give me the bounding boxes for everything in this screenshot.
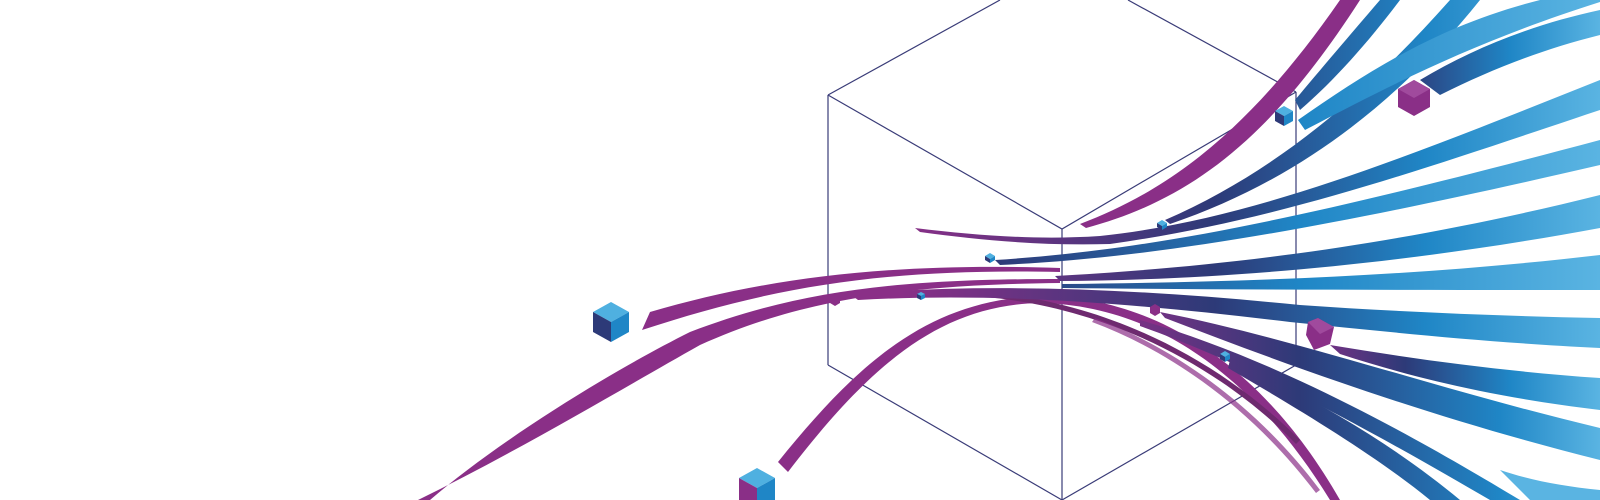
ribbon-mid-5 bbox=[850, 288, 1600, 348]
cubes bbox=[593, 80, 1430, 500]
ribbon-low-5 bbox=[1500, 470, 1600, 500]
cube-icon bbox=[917, 292, 925, 300]
ribbon-upper-1 bbox=[1080, 0, 1360, 228]
ribbon-mid-1 bbox=[915, 80, 1600, 245]
cube-icon bbox=[1306, 318, 1334, 350]
ribbon-low-2 bbox=[1160, 312, 1600, 460]
ribbon-low-1 bbox=[1330, 345, 1600, 410]
cube-icon bbox=[1275, 106, 1293, 126]
cube-icon bbox=[1157, 220, 1167, 230]
wireframe-cube bbox=[827, 0, 1297, 500]
ribbon-mid-4 bbox=[1062, 255, 1600, 290]
cube-icon bbox=[739, 468, 775, 500]
ribbon-low-3 bbox=[1140, 320, 1520, 500]
ribbon-thin-1 bbox=[930, 291, 1300, 444]
ribbon-upper-4 bbox=[1298, 0, 1600, 130]
cube-icon bbox=[1220, 351, 1230, 362]
ribbon-rising bbox=[778, 296, 1340, 500]
cube-icon bbox=[830, 294, 840, 306]
ribbon-low-4 bbox=[1228, 360, 1460, 500]
ribbon-left-sweep bbox=[418, 279, 1060, 500]
ribbon-upper-2 bbox=[1295, 0, 1400, 110]
ribbon-mid-3 bbox=[1055, 195, 1600, 281]
cube-icon bbox=[985, 253, 995, 263]
ribbon-upper-5 bbox=[1420, 10, 1600, 95]
cube-icon bbox=[593, 302, 629, 342]
cube-icon bbox=[1150, 304, 1160, 316]
ribbon-left-upper bbox=[642, 266, 1060, 330]
ribbons bbox=[418, 0, 1600, 500]
cube-icon bbox=[1398, 80, 1430, 116]
